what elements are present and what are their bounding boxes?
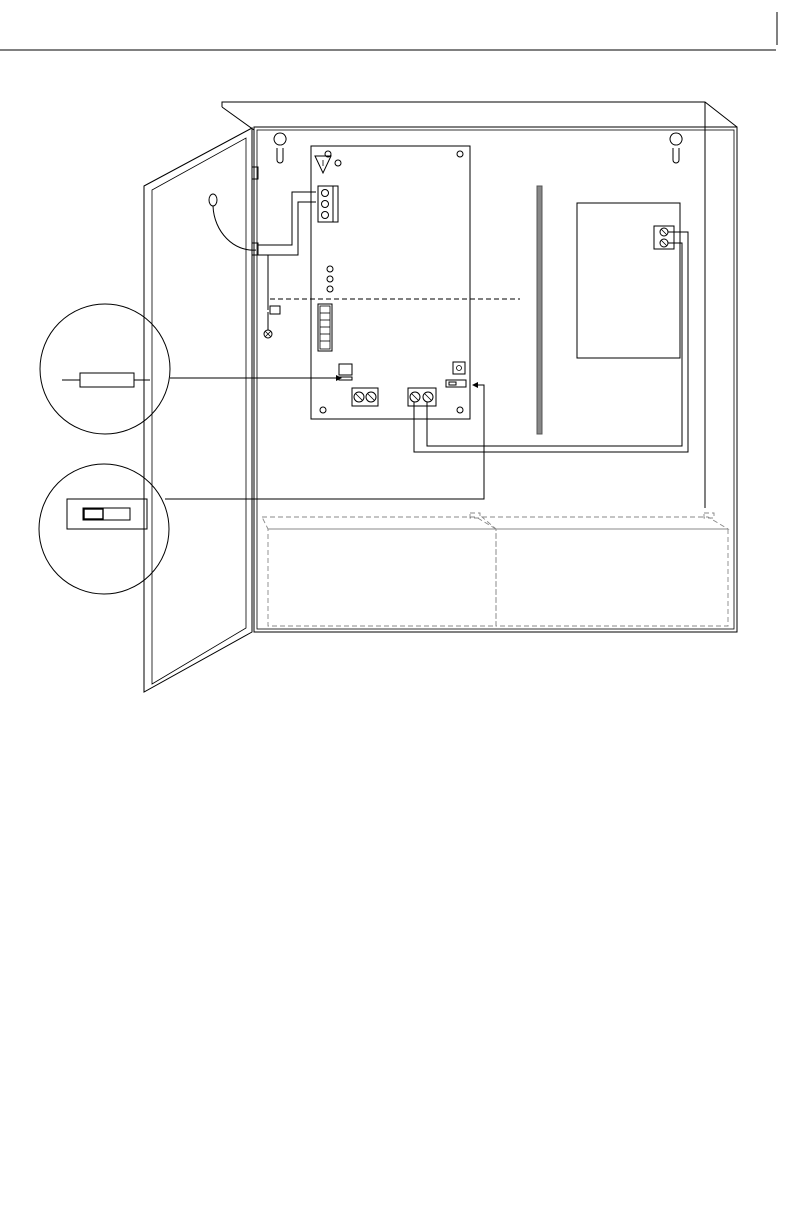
ground-lug (262, 255, 280, 338)
keyhole-slot-left (274, 133, 286, 163)
switch-callout (39, 382, 484, 594)
terminal-block-top (318, 186, 338, 222)
potentiometer (453, 362, 465, 374)
terminal-strip (318, 304, 332, 351)
battery-right (482, 513, 728, 626)
led-indicator (327, 276, 333, 282)
fuse-icon (80, 373, 134, 387)
battery-left (262, 513, 496, 626)
led-indicator (327, 286, 333, 292)
enclosure-cabinet (222, 102, 737, 632)
keyhole-slot-right (670, 133, 682, 163)
terminal-block-bottom-right (408, 388, 436, 406)
door-wiring (258, 192, 316, 255)
transformer (577, 203, 680, 358)
terminal-block-bottom-left (352, 388, 378, 406)
slide-switch-icon (67, 499, 147, 529)
heatsink-bar (537, 186, 542, 434)
led-indicator (327, 266, 333, 272)
door-lock-icon (209, 194, 217, 206)
crop-mark (0, 12, 777, 50)
fuse-callout (40, 304, 342, 434)
fuse-holder (339, 364, 352, 375)
enclosure-door (144, 128, 258, 692)
